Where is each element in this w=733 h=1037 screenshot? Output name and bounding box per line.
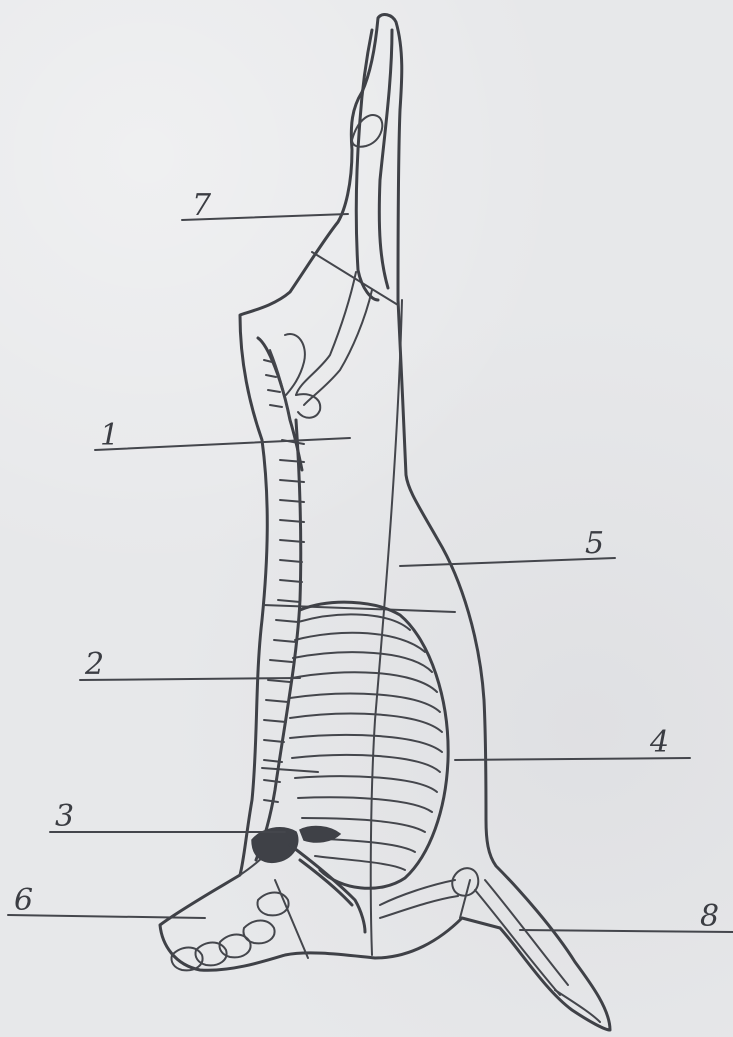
pelvis	[285, 334, 320, 418]
cut-line-foreshank	[460, 880, 470, 918]
label-6: 6	[14, 883, 33, 918]
cut-line-rear-1	[275, 880, 308, 958]
label-2: 2	[84, 647, 104, 682]
femur	[296, 272, 372, 405]
foreleg-knee	[452, 868, 478, 895]
label-3: 3	[55, 799, 74, 834]
label-4: 4	[649, 725, 669, 760]
vertebrae	[264, 440, 304, 802]
hind-leg-bone-upper	[356, 30, 392, 300]
cut-line-chest-top	[263, 605, 455, 612]
hock-joint	[352, 115, 382, 147]
leader-line-2	[80, 678, 300, 680]
leader-line-1	[95, 438, 350, 450]
label-5: 5	[585, 526, 604, 561]
carcass-outline	[160, 15, 610, 1030]
leader-line-5	[400, 558, 615, 566]
cut-line-mid	[262, 768, 318, 772]
label-1: 1	[100, 418, 119, 453]
foreleg-shank	[475, 880, 568, 995]
label-8: 8	[700, 899, 719, 934]
cut-line-center	[371, 300, 402, 955]
foreleg-hoof	[555, 990, 600, 1022]
label-7: 7	[192, 188, 212, 223]
